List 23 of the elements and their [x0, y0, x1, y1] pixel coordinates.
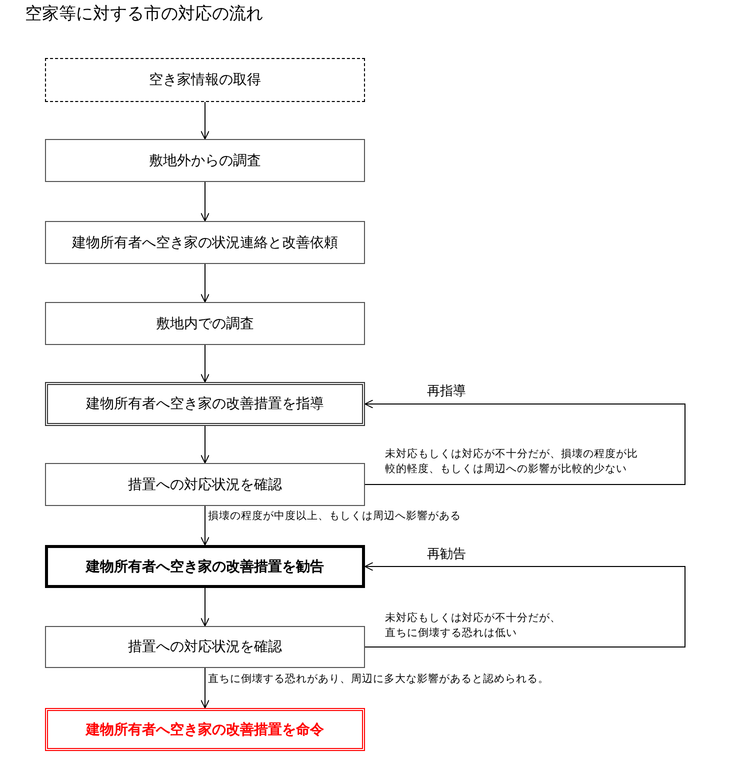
arrow [364, 400, 686, 485]
arrow [200, 102, 210, 140]
arrow [200, 506, 210, 546]
process-box: 措置への対応状況を確認 [45, 626, 365, 668]
arrow [200, 182, 210, 222]
process-box: 建物所有者へ空き家の状況連絡と改善依頼 [45, 221, 365, 264]
start-box: 空き家情報の取得 [45, 58, 365, 102]
edge-label: 損壊の程度が中度以上、もしくは周辺へ影響がある [208, 509, 461, 524]
arrow [200, 264, 210, 302]
arrow [200, 668, 210, 708]
process-box: 敷地内での調査 [45, 302, 365, 345]
loop-label: 再勧告 [427, 547, 466, 562]
arrow [200, 426, 210, 464]
process-box: 建物所有者へ空き家の改善措置を命令 [45, 708, 365, 751]
process-box: 建物所有者へ空き家の改善措置を指導 [45, 382, 365, 426]
arrow [200, 344, 210, 382]
arrow [200, 588, 210, 626]
process-box: 敷地外からの調査 [45, 139, 365, 182]
diagram-title: 空家等に対する市の対応の流れ [25, 3, 263, 25]
process-box: 措置への対応状況を確認 [45, 463, 365, 506]
loop-label: 再指導 [427, 384, 466, 399]
arrow [364, 562, 686, 648]
process-box: 建物所有者へ空き家の改善措置を勧告 [45, 545, 365, 588]
